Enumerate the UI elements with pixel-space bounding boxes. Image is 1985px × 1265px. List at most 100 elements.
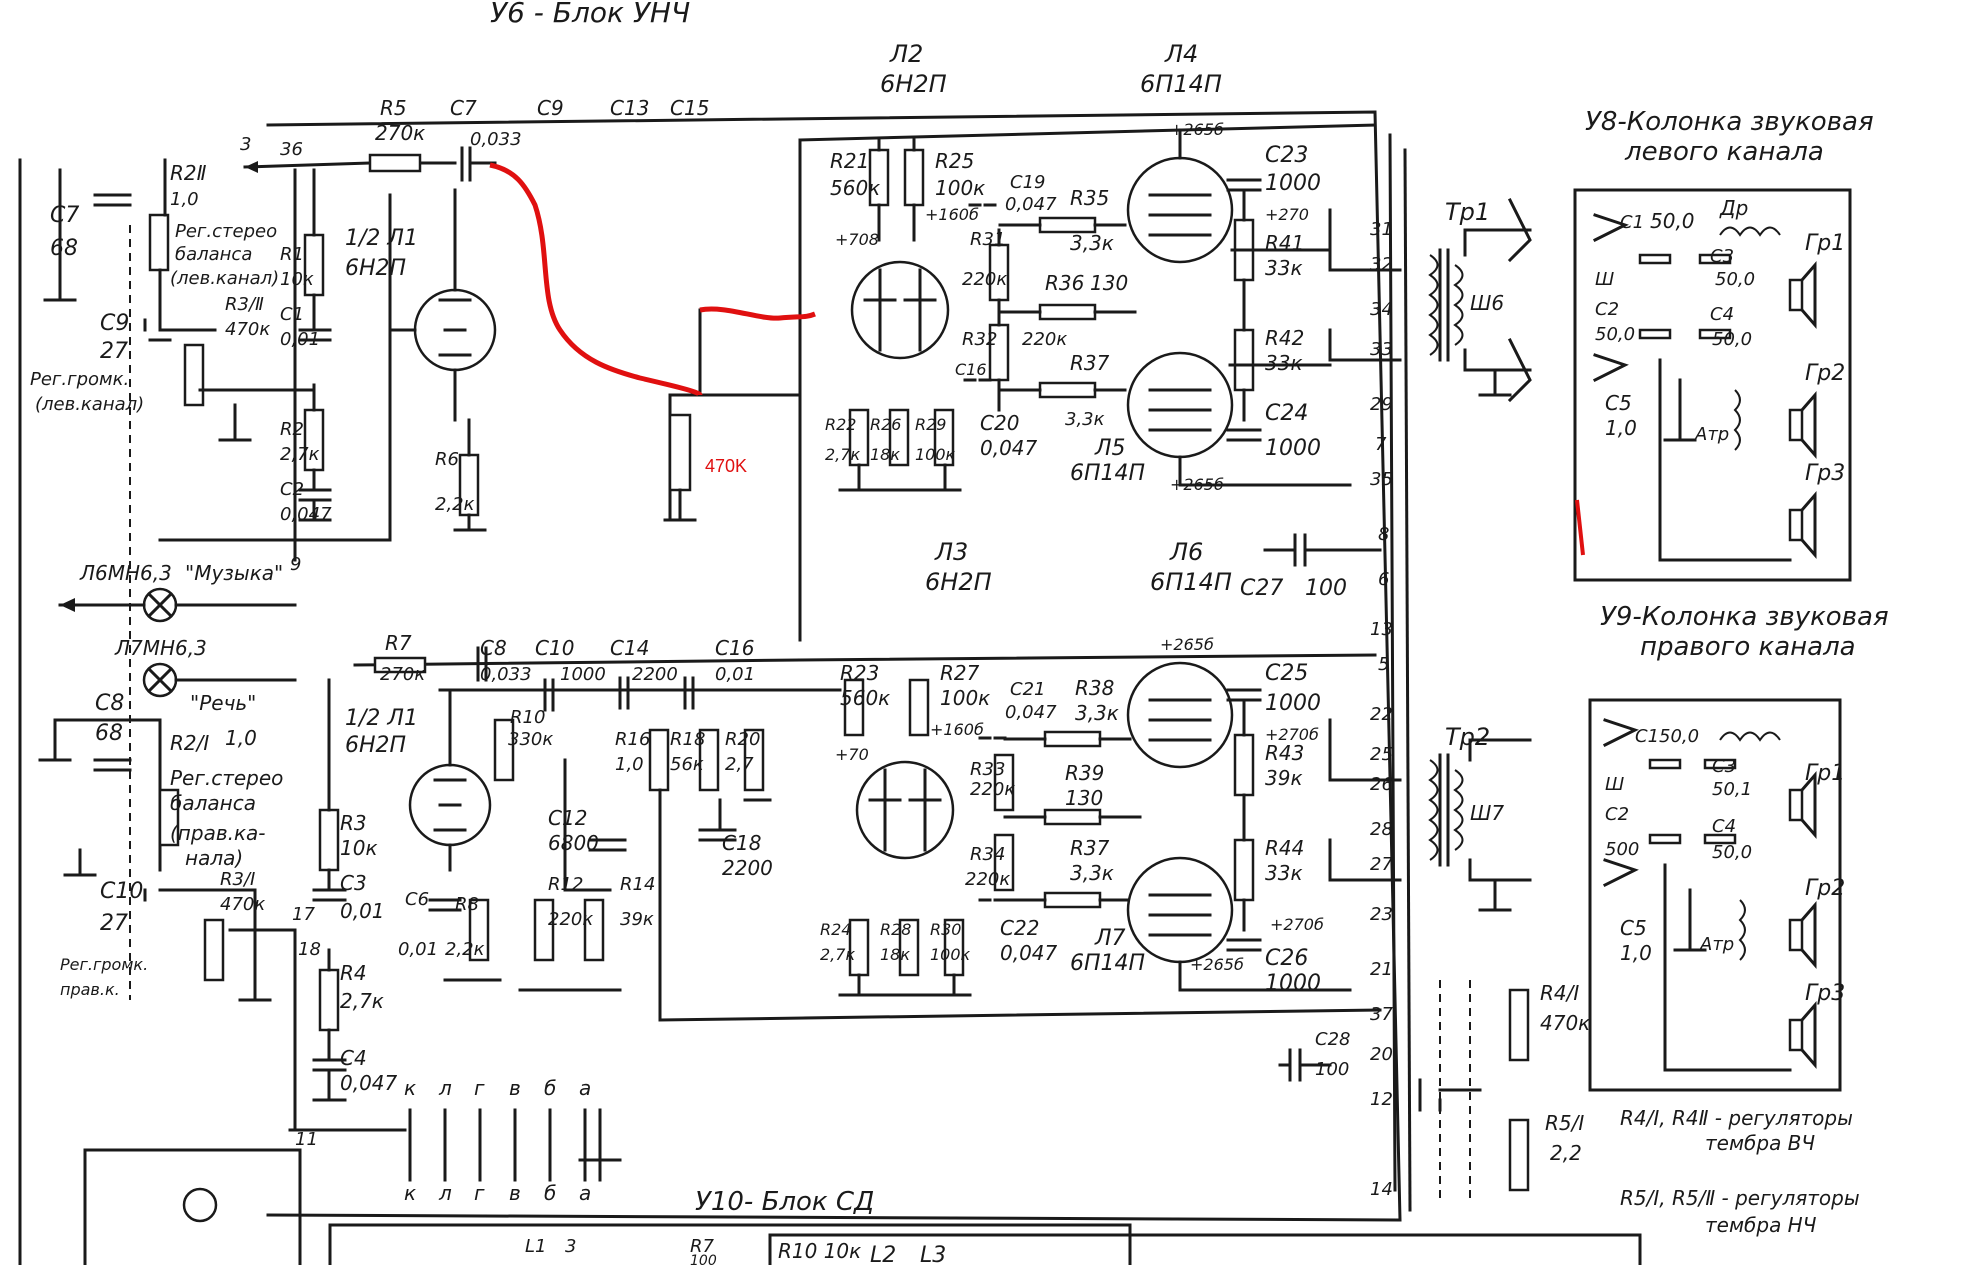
label-r33: R33 [970,759,1005,780]
label-tr2: Тр2 [1445,723,1490,751]
label-l3-b: 6Н2П [925,568,992,596]
pot-r5i [1508,1118,1530,1192]
label-r3: R3 [340,811,367,835]
label-c16bv: 0,01 [715,664,755,685]
label-note1-a: R4/I, R4Ⅱ - регуляторы [1620,1106,1853,1130]
label-r6v: 2,2к [435,494,475,515]
label-v1606: +160б [925,205,979,224]
label-c21: C21 [1010,679,1045,700]
label-c3: C3 [340,871,367,895]
resistor-r28 [898,918,920,977]
label-r4iv: 470к [1540,1011,1590,1035]
resistor-r3 [318,808,340,872]
speaker-gr3-right [1788,1018,1804,1052]
label-r16: R16 [615,729,650,750]
resistor-r7 [373,656,427,674]
label-r36v: 130 [1090,271,1128,295]
label-pin6: 6 [1378,569,1389,590]
label-c7l: C7 [50,203,79,228]
red-modification-wire [489,162,703,398]
label-c1sp: C1 [1620,212,1644,233]
label-r42: R42 [1265,326,1304,350]
label-r2iv: 1,0 [225,726,257,750]
capacitor-c2 [298,488,332,522]
label-p11: 11 [295,1129,318,1150]
label-y9-l2: правого канала [1640,632,1856,662]
label-r7b: R7 [690,1236,715,1257]
label-c1spv: 50,0 [1650,209,1695,233]
label-r29: R29 [915,415,946,434]
bus-letter: г [474,1076,485,1100]
label-c2rsp: C2 [1605,804,1629,825]
label-c19v: 0,047 [1005,194,1057,215]
label-c13: C13 [610,96,649,120]
capacitor-c12 [588,838,627,852]
label-r5: R5 [380,96,407,120]
transformer-tr1 [1428,254,1439,356]
label-r43: R43 [1265,741,1304,765]
label-l5-a: Л5 [1094,436,1126,461]
label-r3iiv: 470к [225,319,270,340]
speaker-gr2-left [1788,408,1804,442]
label-r31: R31 [970,229,1005,250]
label-r1v: 10к [280,269,314,290]
resistor-r37 [1038,381,1097,399]
resistor-r26 [888,408,910,467]
label-c24: C24 [1265,401,1308,426]
label-sh6: Ш6 [1470,291,1504,315]
label-r28v: 18к [880,945,910,964]
label-l6-a: Л6 [1169,538,1203,566]
label-balance-r3: (прав.ка- [170,821,266,845]
label-c3rsp: C3 [1712,756,1736,777]
resistor-r8 [468,898,490,962]
label-atr: Атр [1699,934,1734,955]
label-c8v: 0,033 [480,664,532,685]
label-balance-r2: баланса [170,791,256,815]
label-r36: R36 [1045,271,1084,295]
resistor-r18 [698,728,720,792]
label-c23: C23 [1265,143,1308,168]
label-c27: C27 [1240,576,1283,601]
label-c15: C15 [670,96,709,120]
label-c16b: C16 [715,636,754,660]
pot-r3i [203,918,225,982]
bus-letter: б [544,1076,556,1100]
label-balance-r4: нала) [185,846,243,870]
label-dr: Др [1719,196,1748,220]
pot-r2ii [148,213,170,272]
label-v2708b: +270б [1270,915,1324,934]
label-r12v: 220к [548,909,593,930]
resistor-r39 [1043,808,1102,826]
label-r18: R18 [670,729,705,750]
label-gr1: Гр1 [1805,231,1845,256]
label-pin26: 26 [1370,774,1393,795]
bus-arrows [408,1108,587,1182]
label-y8-l1: У8-Колонка звуковая [1585,107,1874,137]
label-r23v: 560к [840,686,890,710]
label-r3ii: R3/Ⅱ [225,294,264,315]
label-r2iiv: 1,0 [170,189,199,210]
label-c3v: 0,01 [340,899,385,923]
capacitor-c14 [618,676,630,710]
label-r35v: 3,3к [1070,231,1114,255]
bus-right-1 [1403,148,1412,1212]
label-r38: R38 [1075,676,1114,700]
pot-r2i [158,788,180,847]
label-pin7: 7 [1375,434,1387,455]
label-l1-bot-a: 1/2 Л1 [345,706,418,731]
label-c10lv: 27 [100,911,128,936]
label-r14v: 39к [620,909,654,930]
label-balance-l3: (лев.канал) [170,268,279,289]
label-c25v: 1000 [1265,691,1321,716]
label-pin12: 12 [1370,1089,1393,1110]
label-vol-l1: Рег.громк. [30,369,129,390]
resistor-r4 [318,968,340,1032]
label-r33v: 220к [970,779,1015,800]
label-c9lv: 27 [100,339,128,364]
tube-l6 [1126,661,1234,769]
label-r41: R41 [1265,231,1304,255]
speaker-box-right [1588,698,1842,1092]
label-l2: L2 [870,1243,896,1265]
label-l1-bot-b: 6Н2П [345,733,406,758]
